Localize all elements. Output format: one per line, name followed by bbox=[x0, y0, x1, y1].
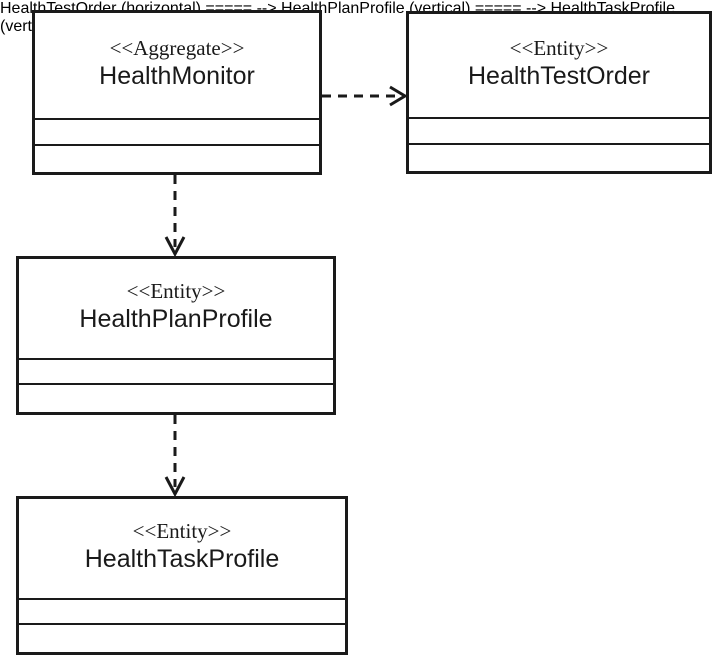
uml-stereotype: <<Entity>> bbox=[509, 35, 609, 60]
uml-class-header: <<Aggregate>> HealthMonitor bbox=[35, 13, 319, 118]
uml-stereotype: <<Entity>> bbox=[132, 518, 232, 543]
uml-operations-compartment bbox=[409, 143, 709, 171]
uml-operations-compartment bbox=[19, 623, 345, 652]
uml-class-name: HealthTaskProfile bbox=[84, 545, 280, 574]
uml-operations-compartment bbox=[19, 383, 333, 412]
uml-attributes-compartment bbox=[19, 358, 333, 383]
uml-attributes-compartment bbox=[409, 117, 709, 143]
uml-class-name: HealthTestOrder bbox=[467, 62, 651, 91]
uml-class-header: <<Entity>> HealthTestOrder bbox=[409, 14, 709, 117]
uml-class-health-plan-profile[interactable]: <<Entity>> HealthPlanProfile bbox=[16, 256, 336, 415]
uml-class-health-monitor[interactable]: <<Aggregate>> HealthMonitor bbox=[32, 10, 322, 175]
uml-stereotype: <<Aggregate>> bbox=[109, 35, 245, 60]
dependency-arrow-plan-profile-to-task-profile[interactable] bbox=[157, 413, 193, 501]
uml-attributes-compartment bbox=[19, 598, 345, 623]
uml-class-header: <<Entity>> HealthTaskProfile bbox=[19, 499, 345, 598]
uml-stereotype: <<Entity>> bbox=[126, 278, 226, 303]
uml-attributes-compartment bbox=[35, 118, 319, 144]
dependency-arrow-monitor-to-plan-profile[interactable] bbox=[157, 173, 193, 261]
uml-class-name: HealthMonitor bbox=[99, 62, 255, 91]
uml-class-header: <<Entity>> HealthPlanProfile bbox=[19, 259, 333, 358]
uml-class-health-test-order[interactable]: <<Entity>> HealthTestOrder bbox=[406, 11, 712, 174]
uml-class-name: HealthPlanProfile bbox=[79, 305, 273, 334]
uml-operations-compartment bbox=[35, 144, 319, 172]
dependency-arrow-monitor-to-test-order[interactable] bbox=[320, 78, 410, 114]
uml-class-health-task-profile[interactable]: <<Entity>> HealthTaskProfile bbox=[16, 496, 348, 655]
